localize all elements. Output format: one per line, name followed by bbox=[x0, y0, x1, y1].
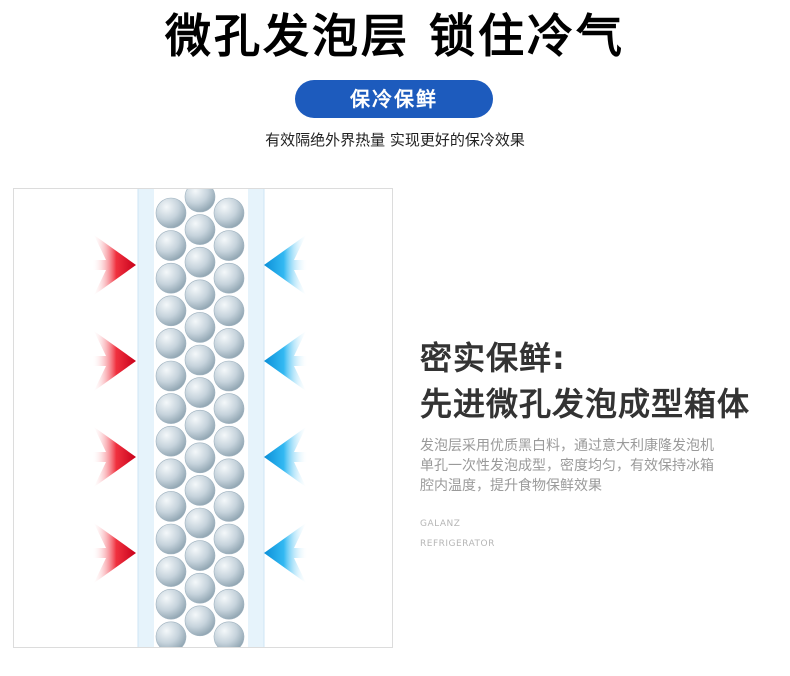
foam-bead bbox=[184, 442, 216, 474]
foam-bead bbox=[184, 507, 216, 539]
foam-bead bbox=[184, 475, 216, 506]
foam-bead bbox=[184, 540, 216, 571]
foam-bead bbox=[155, 556, 187, 587]
red-arrow-right-icon bbox=[92, 523, 136, 583]
brand-mark: GALANZ REFRIGERATOR bbox=[420, 514, 495, 554]
keep-cold-badge: 保冷保鲜 bbox=[295, 80, 493, 118]
foam-bead bbox=[213, 556, 245, 587]
feature-subtitle: 先进微孔发泡成型箱体 bbox=[420, 385, 751, 423]
description-line: 单孔一次性发泡成型，密度均匀，有效保持冰箱 bbox=[420, 458, 714, 474]
foam-bead bbox=[213, 425, 245, 457]
foam-bead bbox=[155, 328, 187, 359]
blue-arrow-left-icon bbox=[264, 331, 308, 391]
foam-bead bbox=[184, 312, 216, 343]
foam-bead bbox=[213, 262, 245, 294]
foam-bead bbox=[213, 230, 245, 261]
page-headline: 微孔发泡层 锁住冷气 bbox=[164, 9, 625, 63]
foam-bead bbox=[155, 360, 187, 392]
blue-arrow-left-icon bbox=[264, 427, 308, 487]
foam-bead bbox=[213, 588, 245, 620]
foam-bead bbox=[213, 621, 245, 647]
foam-bead bbox=[155, 230, 187, 261]
foam-bead bbox=[155, 523, 187, 555]
foam-bead bbox=[155, 295, 187, 327]
red-arrow-right-icon bbox=[92, 331, 136, 391]
description-line: 发泡层采用优质黑白料，通过意大利康隆发泡机 bbox=[420, 438, 714, 454]
foam-bead bbox=[155, 491, 187, 522]
tagline: 有效隔绝外界热量 实现更好的保冷效果 bbox=[265, 131, 525, 149]
red-arrow-right-icon bbox=[92, 235, 136, 295]
foam-bead bbox=[184, 279, 216, 311]
foam-bead bbox=[213, 197, 245, 229]
foam-bead bbox=[213, 491, 245, 522]
foam-bead bbox=[155, 621, 187, 647]
blue-arrow-left-icon bbox=[264, 235, 308, 295]
foam-bead bbox=[184, 377, 216, 408]
brand-name: GALANZ bbox=[420, 519, 461, 529]
foam-layer-illustration bbox=[13, 188, 393, 648]
foam-bead bbox=[155, 262, 187, 294]
foam-bead bbox=[213, 328, 245, 359]
foam-bead bbox=[184, 572, 216, 604]
foam-bead bbox=[213, 295, 245, 327]
feature-title: 密实保鲜: bbox=[420, 339, 566, 377]
foam-layer-diagram bbox=[92, 189, 308, 647]
red-arrow-right-icon bbox=[92, 427, 136, 487]
brand-subtitle: REFRIGERATOR bbox=[420, 539, 495, 549]
feature-description: 发泡层采用优质黑白料，通过意大利康隆发泡机 单孔一次性发泡成型，密度均匀，有效保… bbox=[420, 436, 780, 496]
foam-bead bbox=[184, 246, 216, 278]
foam-bead bbox=[213, 393, 245, 424]
foam-bead bbox=[213, 523, 245, 555]
foam-bead bbox=[155, 425, 187, 457]
foam-bead bbox=[184, 214, 216, 245]
description-line: 腔内温度，提升食物保鲜效果 bbox=[420, 478, 602, 494]
foam-bead bbox=[184, 344, 216, 376]
foam-bead bbox=[155, 458, 187, 490]
blue-arrow-left-icon bbox=[264, 523, 308, 583]
foam-bead bbox=[155, 197, 187, 229]
foam-bead bbox=[155, 393, 187, 424]
foam-bead bbox=[213, 458, 245, 490]
foam-bead bbox=[213, 360, 245, 392]
foam-bead bbox=[184, 409, 216, 441]
foam-bead bbox=[184, 605, 216, 637]
foam-bead bbox=[184, 189, 216, 213]
foam-bead bbox=[155, 588, 187, 620]
